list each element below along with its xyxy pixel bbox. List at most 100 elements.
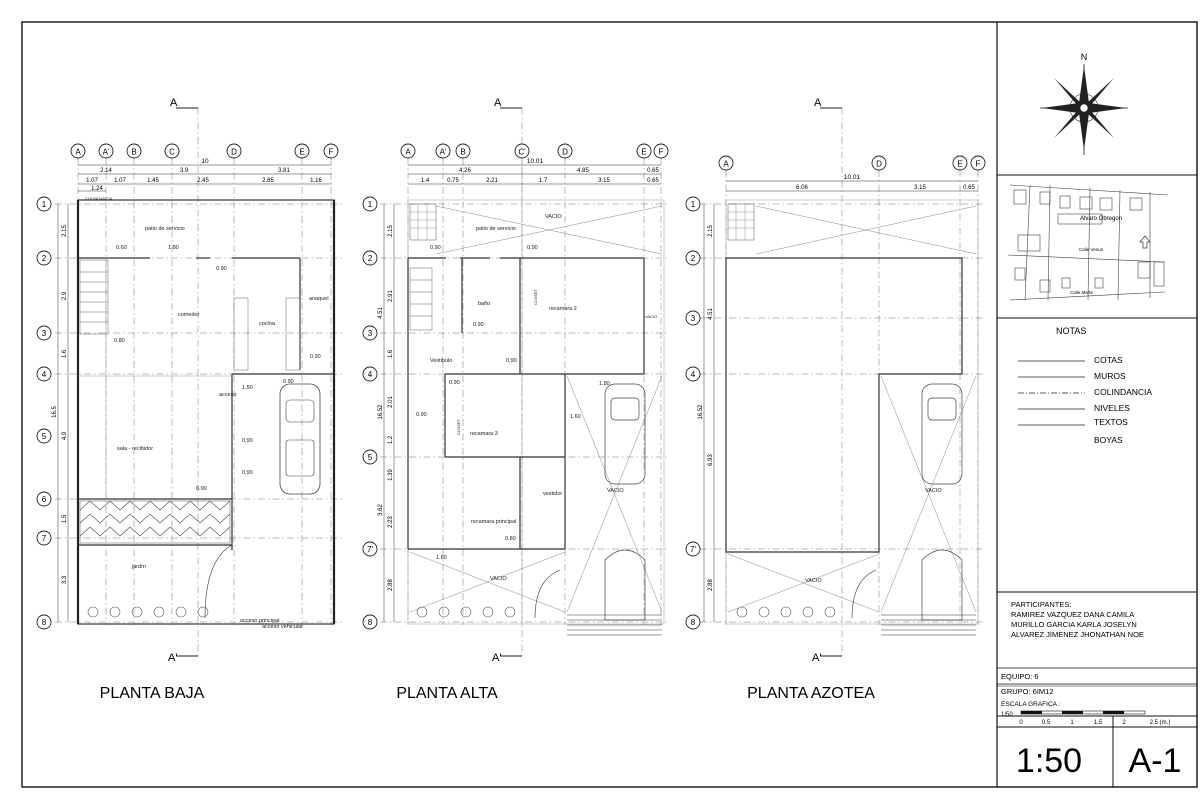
value-label: 0.90 bbox=[196, 486, 207, 492]
note-item: NIVELES bbox=[1094, 403, 1130, 413]
note-item: TEXTOS bbox=[1094, 417, 1128, 427]
value-label: 0.90 bbox=[473, 322, 484, 328]
room-label: patio de servicio bbox=[476, 226, 516, 232]
room-label: sala - recibidor bbox=[117, 446, 153, 452]
team-label: EQUIPO: 6 bbox=[1001, 672, 1039, 681]
svg-text:F: F bbox=[329, 148, 334, 157]
svg-text:16.52: 16.52 bbox=[698, 404, 704, 420]
svg-text:3.62: 3.62 bbox=[378, 504, 384, 516]
room-label: vestidor bbox=[543, 491, 562, 497]
section-mark-top: A bbox=[814, 97, 822, 109]
svg-text:16.5: 16.5 bbox=[52, 406, 58, 418]
svg-text:4.51: 4.51 bbox=[378, 307, 384, 319]
svg-text:2.45: 2.45 bbox=[197, 178, 209, 184]
svg-text:16.52: 16.52 bbox=[378, 404, 384, 420]
svg-text:2: 2 bbox=[1122, 720, 1126, 726]
svg-text:4.9: 4.9 bbox=[62, 431, 68, 440]
void-label: VACIO bbox=[645, 314, 657, 319]
void-label: VACIO bbox=[805, 578, 822, 584]
drawing-scale: 1:50 bbox=[1016, 742, 1082, 780]
car-icon bbox=[921, 383, 963, 621]
dimensions-top: 10.01 4.26 4.85 0.65 1.4 0.75 2.21 1.7 3… bbox=[408, 158, 661, 185]
grid-bubbles-top: A D E F bbox=[718, 155, 986, 171]
svg-text:6.06: 6.06 bbox=[796, 185, 808, 191]
svg-text:1: 1 bbox=[42, 200, 47, 209]
svg-text:5: 5 bbox=[368, 453, 373, 462]
plants bbox=[87, 544, 233, 619]
group-label: GRUPO: 6IM12 bbox=[1001, 687, 1054, 696]
walls bbox=[725, 199, 979, 625]
svg-text:0.65: 0.65 bbox=[647, 178, 659, 184]
svg-text:8: 8 bbox=[42, 618, 47, 627]
svg-text:3: 3 bbox=[368, 329, 373, 338]
svg-text:4: 4 bbox=[691, 370, 696, 379]
svg-text:E: E bbox=[299, 148, 304, 157]
svg-text:F: F bbox=[659, 148, 664, 157]
svg-text:4.26: 4.26 bbox=[459, 168, 471, 174]
street-label: Alvaro Obregon bbox=[1080, 216, 1122, 222]
svg-text:C: C bbox=[169, 148, 175, 157]
svg-text:7: 7 bbox=[42, 534, 47, 543]
svg-text:10.01: 10.01 bbox=[844, 174, 861, 181]
participant-name: MURILLO GARCIA KARLA JOSELYN bbox=[1011, 620, 1137, 629]
svg-text:3: 3 bbox=[691, 314, 696, 323]
room-label: recamara 3 bbox=[470, 431, 498, 437]
value-label: 0.90 bbox=[216, 266, 227, 272]
plan-title: PLANTA BAJA bbox=[100, 685, 205, 702]
svg-text:0.65: 0.65 bbox=[647, 168, 659, 174]
room-label: recamara principal bbox=[471, 519, 516, 525]
svg-text:2.15: 2.15 bbox=[62, 225, 68, 237]
svg-text:0.75: 0.75 bbox=[447, 178, 459, 184]
car-icon bbox=[604, 383, 646, 621]
value-label: 0.90 bbox=[283, 379, 294, 385]
site-arrow-icon bbox=[1139, 235, 1151, 249]
svg-text:7': 7' bbox=[367, 545, 373, 554]
value-label: 0.90 bbox=[242, 438, 253, 444]
value-label: 1.50 bbox=[242, 385, 253, 391]
dimensions-top: 10 2.14 3.9 3.81 1.07 1.07 1.45 2.45 2.6… bbox=[78, 158, 331, 192]
value-label: 0.90 bbox=[310, 354, 321, 360]
walls bbox=[407, 199, 665, 625]
svg-text:D: D bbox=[562, 148, 568, 157]
svg-text:0: 0 bbox=[1019, 720, 1023, 726]
section-mark-bottom: A' bbox=[492, 652, 501, 664]
section-mark-top: A bbox=[170, 97, 178, 109]
svg-text:1.07: 1.07 bbox=[114, 178, 126, 184]
value-label: 1.80 bbox=[168, 245, 179, 251]
section-mark-top: A bbox=[494, 97, 502, 109]
paving-pattern bbox=[79, 500, 231, 544]
dimensions-side: 16.52 2.15 4.51 6.93 2.88 bbox=[698, 204, 715, 622]
svg-text:B: B bbox=[460, 148, 465, 157]
svg-text:F: F bbox=[976, 160, 981, 169]
svg-text:6: 6 bbox=[42, 495, 47, 504]
grid-bubbles-top: A A' B C D E F bbox=[70, 143, 339, 159]
section-mark-bottom: A' bbox=[168, 652, 177, 664]
scale-title: ESCALA GRAFICA : bbox=[1001, 701, 1060, 708]
car-icon bbox=[279, 383, 321, 495]
svg-text:2.01: 2.01 bbox=[388, 396, 394, 408]
svg-text:A: A bbox=[723, 160, 729, 169]
svg-text:1.4: 1.4 bbox=[421, 178, 430, 184]
svg-text:2: 2 bbox=[368, 254, 373, 263]
svg-text:2.65: 2.65 bbox=[262, 178, 274, 184]
void-label: VACIO bbox=[925, 488, 942, 494]
svg-text:2.21: 2.21 bbox=[486, 178, 498, 184]
value-label: 1.60 bbox=[436, 555, 447, 561]
sheet-frame bbox=[21, 21, 1198, 788]
room-label: VACIO bbox=[545, 214, 562, 220]
street-label: Calle Marte bbox=[1070, 290, 1094, 295]
boundary-label: COLINDANCIA bbox=[85, 196, 113, 201]
svg-text:5: 5 bbox=[42, 432, 47, 441]
room-label: acceso principal bbox=[240, 618, 279, 624]
room-label: patio de servicio bbox=[145, 226, 185, 232]
grid-bubbles-side: 1 2 3 4 7' 8 bbox=[685, 196, 701, 630]
svg-text:1.39: 1.39 bbox=[388, 469, 394, 481]
sheet-number: A-1 bbox=[1129, 742, 1182, 780]
svg-text:1: 1 bbox=[1070, 720, 1074, 726]
value-label: 0.90 bbox=[506, 358, 517, 364]
room-label: baño bbox=[478, 301, 490, 307]
plants bbox=[416, 569, 561, 619]
closet-label: CLOSET bbox=[456, 418, 461, 435]
svg-text:1.24: 1.24 bbox=[91, 186, 103, 192]
room-label: anaquel bbox=[309, 296, 329, 302]
